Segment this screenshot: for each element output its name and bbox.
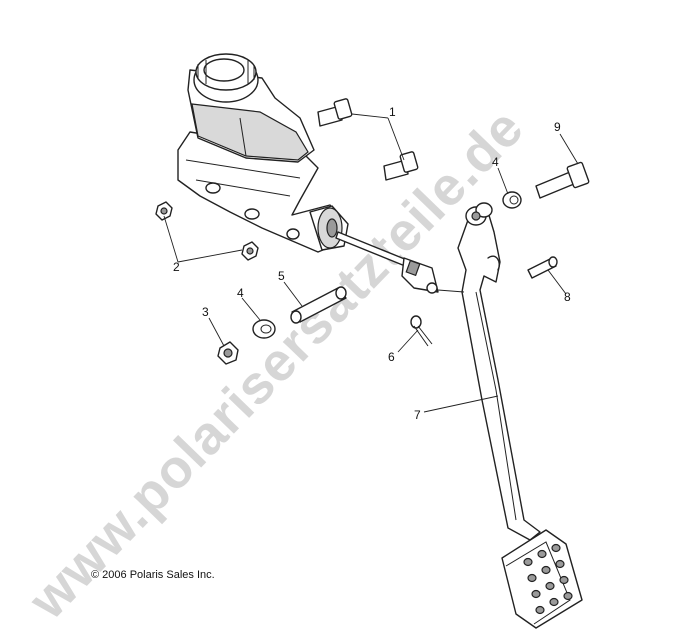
sleeve [290, 286, 347, 324]
nut-3 [217, 341, 239, 365]
nut-lower [241, 241, 259, 261]
pin-8 [527, 256, 558, 279]
leader-lines [163, 113, 579, 413]
callout-4-left: 4 [237, 286, 244, 300]
cotter-pin [410, 315, 433, 347]
callout-4-right: 4 [492, 155, 499, 169]
nut-upper [155, 201, 173, 221]
callout-5: 5 [278, 269, 285, 283]
washer-left [252, 319, 276, 339]
bolt-upper [317, 98, 353, 127]
callout-3: 3 [202, 305, 209, 319]
bolt-9 [535, 161, 590, 199]
bolt-lower [383, 151, 419, 181]
callout-8: 8 [564, 290, 571, 304]
master-cylinder [177, 53, 439, 294]
callout-9: 9 [554, 120, 561, 134]
callout-2: 2 [173, 260, 180, 274]
callout-1: 1 [389, 105, 396, 119]
pedal-pad-holes [523, 543, 573, 615]
brake-pedal [457, 202, 583, 629]
callout-6: 6 [388, 350, 395, 364]
callout-7: 7 [414, 408, 421, 422]
copyright-notice: © 2006 Polaris Sales Inc. [91, 569, 215, 581]
bushing-right [502, 191, 522, 209]
